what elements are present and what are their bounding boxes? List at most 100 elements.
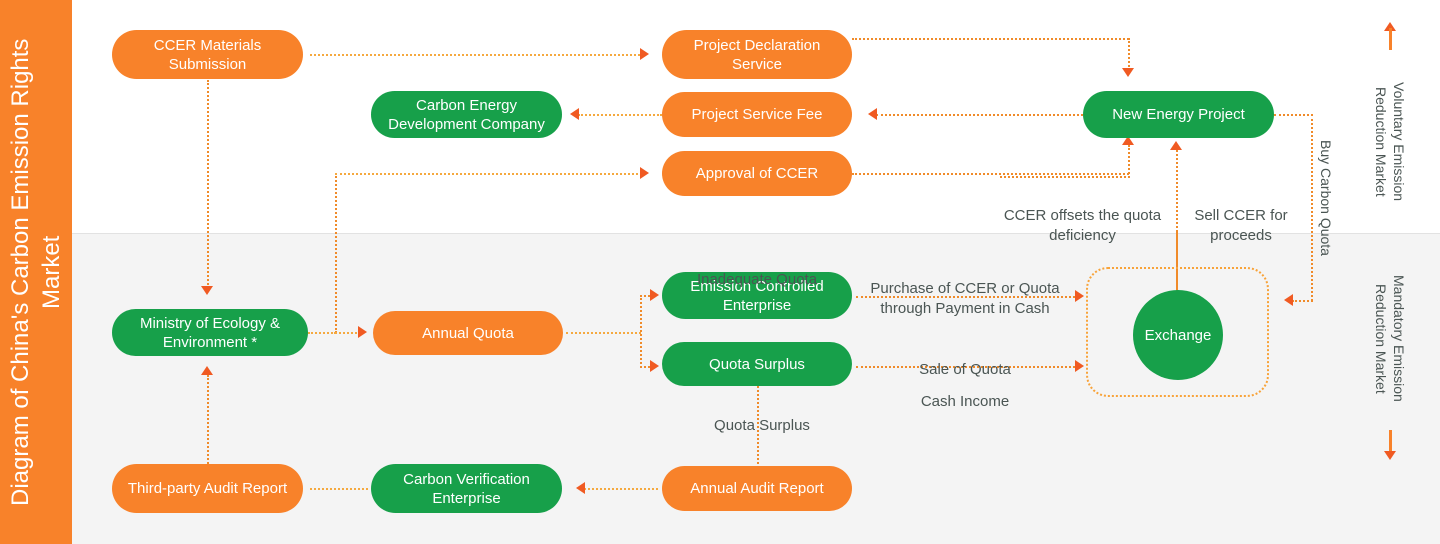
node-label: Ministry of Ecology & Environment * (139, 314, 281, 351)
arrowhead-annual-quota-in (358, 326, 367, 338)
edge-approval-down (1128, 145, 1130, 174)
node-label: Quota Surplus (709, 355, 805, 373)
arrowhead-exchange-in-bottom (1075, 360, 1084, 372)
label-quota-surplus-note: Quota Surplus (662, 396, 862, 436)
edge-to-approval-of-ccer (335, 173, 642, 175)
label-sell-ccer-for-proceeds: Sell CCER for proceeds (1186, 186, 1296, 246)
edge-submission-to-declaration (310, 54, 640, 56)
arrowhead-new-energy-top (1122, 68, 1134, 77)
node-annual-audit-report[interactable]: Annual Audit Report (662, 466, 852, 511)
node-quota-surplus[interactable]: Quota Surplus (662, 342, 852, 386)
node-project-service-fee[interactable]: Project Service Fee (662, 92, 852, 137)
label-text: Mandatory Emission Reduction Market (1373, 275, 1407, 402)
node-carbon-verification-enterprise[interactable]: Carbon Verification Enterprise (371, 464, 562, 513)
node-ministry-of-ecology-environment[interactable]: Ministry of Ecology & Environment * (112, 309, 308, 356)
label-text: Sell CCER for proceeds (1194, 207, 1288, 244)
label-voluntary-emission-reduction-market: Voluntary Emission Reduction Market (1372, 62, 1426, 222)
node-approval-of-ccer[interactable]: Approval of CCER (662, 151, 852, 196)
edge-ministry-to-annual-quota (308, 332, 360, 334)
edge-thirdparty-up-to-ministry (207, 375, 209, 464)
edge-annualquota-right (566, 332, 641, 334)
node-label: Emission Controlled Enterprise (690, 277, 824, 314)
edge-surplus-down-to-audit (757, 386, 759, 464)
label-mandatory-emission-reduction-market: Mandatory Emission Reduction Market (1372, 256, 1426, 421)
edge-audit-to-verification (584, 488, 658, 490)
label-cash-income: Cash Income (860, 372, 1070, 412)
label-text: Voluntary Emission Reduction Market (1373, 82, 1407, 202)
edge-ministry-up-to-approval (335, 173, 337, 333)
node-ccer-materials-submission[interactable]: CCER Materials Submission (112, 30, 303, 79)
edge-buy-quota-right (1274, 114, 1313, 116)
arrowhead-verification-in (576, 482, 585, 494)
node-label: Carbon Verification Enterprise (403, 470, 530, 507)
edge-surplus-to-exchange (856, 366, 1075, 368)
exchange-container (1086, 267, 1269, 397)
arrowhead-declaration-in (640, 48, 649, 60)
arrowhead-new-energy-bottom-left (1122, 136, 1134, 145)
edge-ccer-offsets-vertical (1176, 150, 1178, 296)
node-label: Third-party Audit Report (127, 480, 288, 497)
sidebar: Diagram of China's Carbon Emission Right… (0, 0, 72, 544)
edge-annualquota-split (640, 295, 642, 368)
node-carbon-energy-development-company[interactable]: Carbon Energy Development Company (371, 91, 562, 138)
node-label: Carbon Energy Development Company (388, 96, 545, 133)
node-label: Exchange (1144, 326, 1212, 344)
label-buy-carbon-quota: Buy Carbon Quota (1317, 140, 1353, 300)
label-sale-of-quota: Sale of Quota (860, 340, 1070, 380)
page-title: Diagram of China's Carbon Emission Right… (7, 38, 65, 506)
label-text: Quota Surplus (714, 417, 810, 434)
node-label: CCER Materials Submission (153, 36, 262, 73)
label-text: Inadequate Quota (696, 271, 818, 288)
arrowhead-exchange-in-top (1075, 290, 1084, 302)
arrow-head (1384, 451, 1396, 460)
arrowhead-exchange-buy-quota (1284, 294, 1293, 306)
edge-declaration-down (1128, 38, 1130, 70)
node-emission-controlled-enterprise[interactable]: Emission Controlled Enterprise (662, 272, 852, 319)
edge-submission-down-to-ministry (207, 80, 209, 288)
label-ccer-offsets-the-quota-deficiency: CCER offsets the quota deficiency (960, 186, 1205, 246)
label-text: CCER offsets the quota deficiency (1003, 207, 1162, 244)
arrowhead-ministry-top (201, 286, 213, 295)
arrowhead-company-in (570, 108, 579, 120)
node-third-party-audit-report[interactable]: Third-party Audit Report (112, 464, 303, 513)
arrowhead-new-energy-bottom-right (1170, 141, 1182, 150)
edge-verification-to-thirdparty (310, 488, 368, 490)
edge-servicefee-to-company (578, 114, 662, 116)
edge-declaration-right (852, 38, 1129, 40)
arrow-shaft (1389, 28, 1392, 50)
node-annual-quota[interactable]: Annual Quota (373, 311, 563, 355)
edge-approval-right (852, 173, 1129, 175)
edge-buy-quota-left (1292, 300, 1313, 302)
node-label: Annual Audit Report (690, 480, 824, 497)
label-purchase-of-ccer-or-quota: Purchase of CCER or Quota through Paymen… (856, 259, 1074, 319)
edge-newenergy-to-servicefee (876, 114, 1083, 116)
label-text: Sale of Quota (919, 361, 1011, 378)
edge-split-to-surplus (640, 366, 654, 368)
node-label: Approval of CCER (695, 165, 819, 182)
label-text: Cash Income (920, 393, 1010, 410)
edge-buy-quota-down (1311, 114, 1313, 301)
voluntary-market-arrow-icon (1384, 22, 1396, 52)
arrowhead-emission-enterprise-in (650, 289, 659, 301)
market-divider (72, 233, 1440, 234)
edge-split-to-emission (640, 295, 654, 297)
arrow-shaft (1389, 430, 1392, 452)
node-label: Annual Quota (422, 324, 514, 342)
edge-emission-to-exchange (856, 296, 1075, 298)
arrowhead-approval-in (640, 167, 649, 179)
arrowhead-quota-surplus-in (650, 360, 659, 372)
label-text: Purchase of CCER or Quota through Paymen… (870, 280, 1060, 317)
node-exchange[interactable]: Exchange (1133, 290, 1223, 380)
node-project-declaration-service[interactable]: Project Declaration Service (662, 30, 852, 79)
mandatory-market-arrow-icon (1384, 430, 1396, 460)
arrowhead-servicefee-in (868, 108, 877, 120)
node-label: Project Declaration Service (693, 36, 821, 73)
arrow-head (1384, 22, 1396, 31)
label-text: Buy Carbon Quota (1318, 140, 1334, 256)
arrowhead-ministry-bottom (201, 366, 213, 375)
node-new-energy-project[interactable]: New Energy Project (1083, 91, 1274, 138)
label-inadequate-quota: Inadequate Quota (662, 250, 852, 290)
edge-ccer-offsets-horizontal (1000, 176, 1130, 178)
node-label: New Energy Project (1112, 106, 1245, 123)
